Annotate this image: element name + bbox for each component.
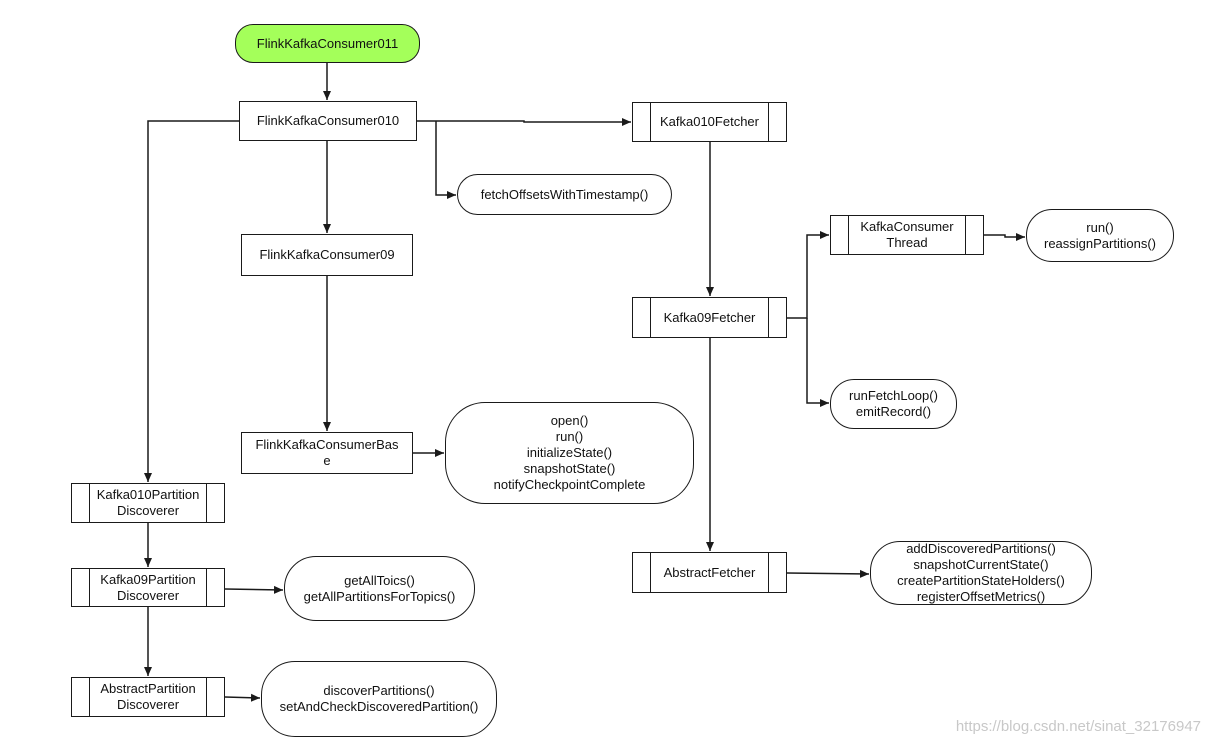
node-flinkkafkaconsumer011: FlinkKafkaConsumer011: [235, 24, 420, 63]
method-line: run(): [555, 429, 584, 444]
arrow-abstractdiscoverer-to-methods: [224, 693, 261, 702]
node-kafka010fetcher: Kafka010Fetcher: [632, 102, 787, 142]
method-line: getAllToics(): [344, 572, 415, 588]
node-flinkkafkaconsumerbase: FlinkKafkaConsumerBas e: [241, 432, 413, 474]
arrow-kafka09fetcher-to-thread: [787, 231, 829, 319]
node-label: Kafka09Fetcher: [663, 309, 756, 325]
method-line: runFetchLoop(): [849, 388, 938, 403]
node-abstractfetcher-methods: addDiscoveredPartitions() snapshotCurren…: [870, 541, 1092, 605]
node-thread-methods: run() reassignPartitions(): [1026, 209, 1174, 262]
node-abstractpartitiondiscoverer: AbstractPartition Discoverer: [71, 677, 225, 717]
node-label-line: Discoverer: [116, 587, 180, 603]
node-label-line: Kafka010Partition: [96, 487, 200, 502]
method-line: snapshotCurrentState(): [913, 557, 1049, 572]
node-label: FlinkKafkaConsumer09: [259, 247, 395, 262]
method-line: initializeState(): [526, 445, 613, 460]
method-line: setAndCheckDiscoveredPartition(): [279, 699, 479, 714]
node-base-methods: open() run() initializeState() snapshotS…: [445, 402, 694, 504]
method-line: reassignPartitions(): [1044, 235, 1156, 251]
method-line: snapshotState(): [523, 461, 616, 476]
watermark-text: https://blog.csdn.net/sinat_32176947: [955, 718, 1201, 735]
node-kafka010partitiondiscoverer: Kafka010Partition Discoverer: [71, 483, 225, 523]
node-kafkaconsumerthread: KafkaConsumer Thread: [830, 215, 984, 255]
node-fetchloop-methods: runFetchLoop() emitRecord(): [830, 379, 957, 429]
node-abstractfetcher: AbstractFetcher: [632, 552, 787, 593]
node-kafka09fetcher: Kafka09Fetcher: [632, 297, 787, 338]
arrow-010-to-fetchoffsets: [435, 121, 456, 199]
node-fetchoffsetswithtimestamp: fetchOffsetsWithTimestamp(): [457, 174, 672, 215]
method-line: run(): [1086, 219, 1114, 235]
node-discoverer09-methods: getAllToics() getAllPartitionsForTopics(…: [284, 556, 475, 621]
method-line: addDiscoveredPartitions(): [906, 541, 1056, 556]
arrow-010-to-kafka010discoverer: [144, 120, 239, 482]
node-abstractdiscoverer-methods: discoverPartitions() setAndCheckDiscover…: [261, 661, 497, 737]
node-label-line: KafkaConsumer: [860, 219, 954, 234]
node-label: AbstractFetcher: [663, 564, 756, 580]
node-label-line: Discoverer: [116, 697, 180, 712]
node-label: Kafka010Fetcher: [659, 114, 759, 129]
method-line: getAllPartitionsForTopics(): [303, 588, 456, 604]
arrow-abstractfetcher-to-methods: [786, 569, 870, 578]
method-line: open(): [550, 413, 589, 428]
arrow-thread-to-methods: [984, 233, 1025, 241]
method-line: discoverPartitions(): [323, 683, 435, 698]
node-label-line: e: [323, 453, 331, 468]
node-label-line: FlinkKafkaConsumerBas: [255, 437, 399, 452]
arrow-09discoverer-to-methods: [224, 585, 284, 594]
method-line: createPartitionStateHolders(): [897, 573, 1065, 588]
node-flinkkafkaconsumer09: FlinkKafkaConsumer09: [241, 234, 413, 276]
node-label: FlinkKafkaConsumer010: [256, 113, 400, 128]
node-label-line: Discoverer: [116, 503, 180, 518]
node-label-line: Kafka09Partition: [100, 571, 196, 587]
arrow-010-to-kafka010fetcher: [417, 118, 631, 126]
node-label: fetchOffsetsWithTimestamp(): [480, 186, 649, 202]
node-kafka09partitiondiscoverer: Kafka09Partition Discoverer: [71, 568, 225, 607]
method-line: notifyCheckpointComplete: [493, 477, 646, 492]
method-line: registerOffsetMetrics(): [916, 589, 1046, 604]
method-line: emitRecord(): [855, 404, 932, 419]
node-label: FlinkKafkaConsumer011: [256, 35, 399, 51]
arrow-kafka09fetcher-to-fetchloop: [806, 318, 829, 407]
node-flinkkafkaconsumer010: FlinkKafkaConsumer010: [239, 101, 417, 141]
node-label-line: Thread: [886, 235, 928, 250]
node-label-line: AbstractPartition: [100, 681, 196, 696]
